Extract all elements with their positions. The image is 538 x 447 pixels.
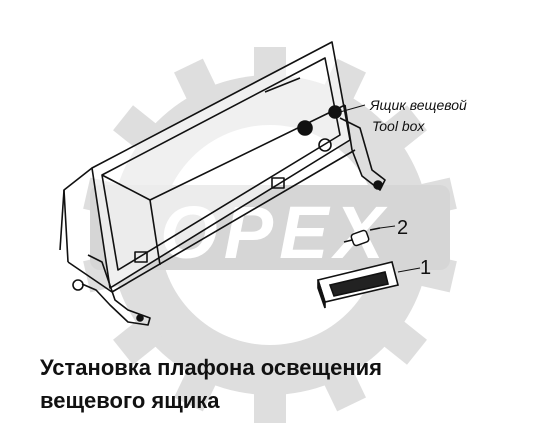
gear-tooth xyxy=(174,58,221,109)
gear-tooth xyxy=(375,314,427,365)
gear-tooth xyxy=(375,105,427,156)
label-part-2: 2 xyxy=(397,217,409,239)
tool-box-drawing xyxy=(59,41,386,326)
tool-box-opening xyxy=(101,57,341,271)
right-hinge xyxy=(339,117,386,191)
left-hinge xyxy=(81,254,151,326)
label-part-1: 1 xyxy=(420,257,432,279)
label-tool-box-en: Tool box xyxy=(372,118,425,134)
caption-line-2: вещевого ящика xyxy=(40,388,220,413)
gear-tooth xyxy=(174,361,221,412)
gear-tooth xyxy=(319,361,366,412)
label-tool-box-ru: Ящик вещевой xyxy=(370,97,467,113)
gear-tooth xyxy=(113,314,165,365)
lamp-bulb xyxy=(343,225,396,247)
caption-line-1: Установка плафона освещения xyxy=(40,355,382,380)
tool-box-leader xyxy=(339,104,366,113)
ceiling-lamp xyxy=(316,261,421,309)
gear-tooth xyxy=(254,383,286,423)
